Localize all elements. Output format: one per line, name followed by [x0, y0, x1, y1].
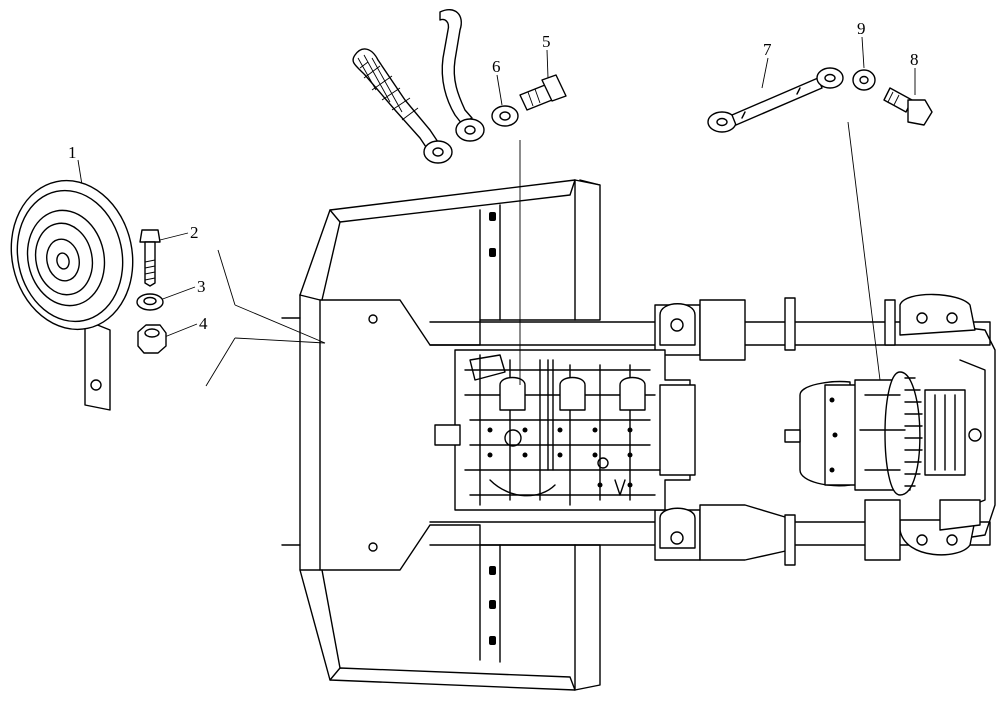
callout-7: 7 — [763, 40, 772, 59]
bolt-icon — [139, 229, 161, 287]
engine-icon — [434, 349, 696, 511]
callout-2: 2 — [190, 223, 199, 242]
braided-ground-strap-icon — [352, 48, 453, 164]
bolt-icon — [883, 87, 933, 126]
ground-cable-icon — [439, 9, 485, 142]
flat-washer-icon — [852, 69, 876, 91]
callout-6: 6 — [492, 57, 501, 76]
flat-washer-icon — [491, 105, 519, 127]
alternator-icon — [784, 371, 982, 496]
callout-1: 1 — [68, 143, 77, 162]
nut-icon — [137, 324, 167, 354]
leader-lines — [77, 36, 916, 387]
bolt-icon — [519, 74, 567, 111]
callout-9: 9 — [857, 19, 866, 38]
callout-3: 3 — [197, 277, 206, 296]
callout-8: 8 — [910, 50, 919, 69]
lock-washer-icon — [136, 293, 164, 311]
horn-icon — [10, 179, 134, 411]
callout-4: 4 — [199, 314, 208, 333]
callout-5: 5 — [542, 32, 551, 51]
battery-cable-icon — [707, 67, 844, 133]
callout-labels: 1 2 3 4 5 6 7 8 9 — [68, 19, 919, 333]
tractor-frame-icon — [281, 179, 996, 691]
